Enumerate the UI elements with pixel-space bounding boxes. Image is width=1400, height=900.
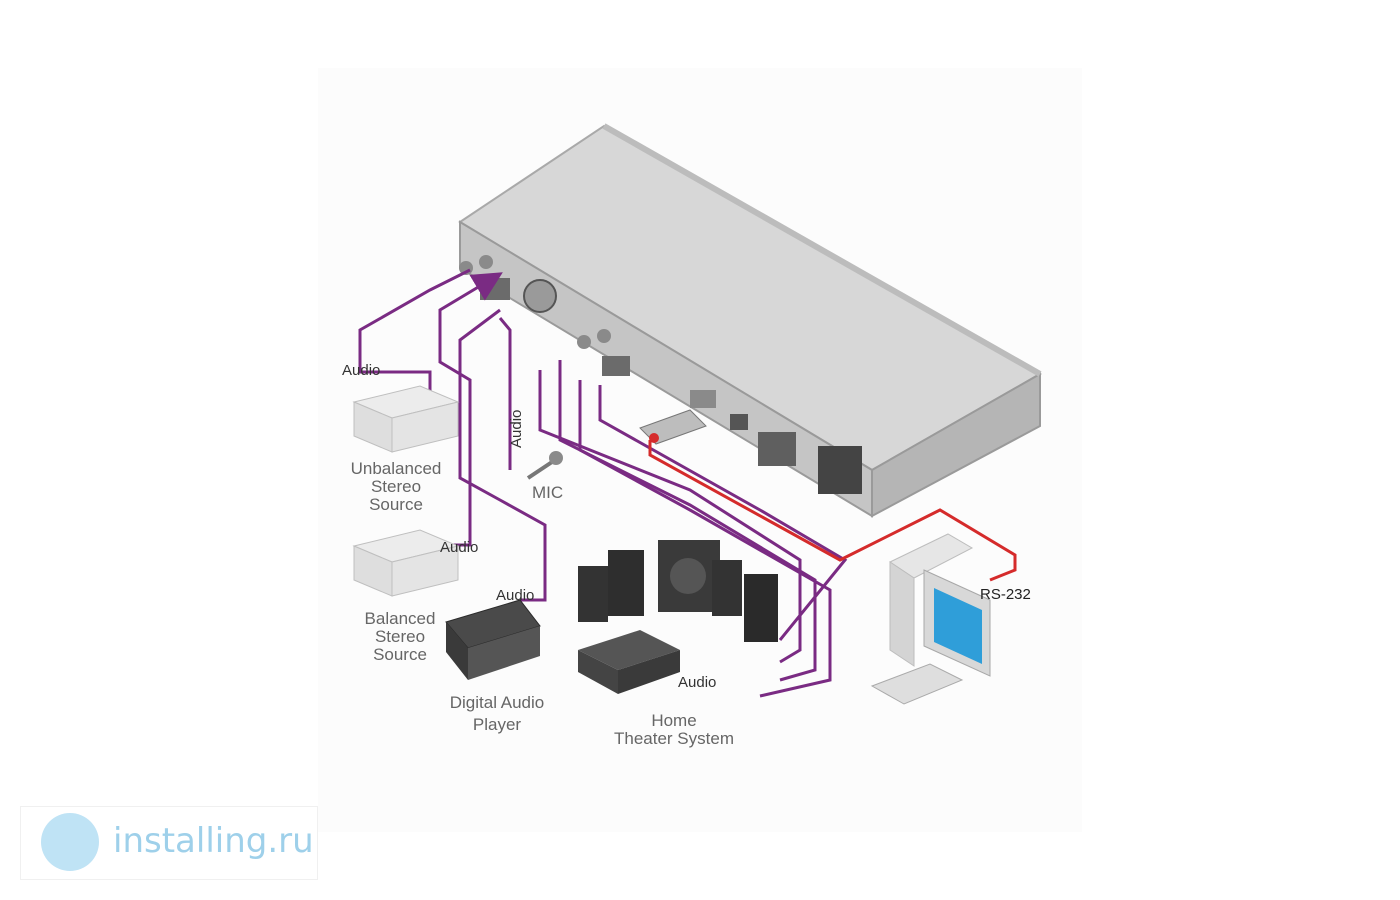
label-digital-player: Digital Audio Player xyxy=(449,693,545,734)
cable-home-2 xyxy=(558,360,817,682)
label-audio-player: Audio xyxy=(496,587,535,604)
label-audio-home: Audio xyxy=(678,674,717,691)
cable-digital-player xyxy=(458,308,547,602)
cable-home-3 xyxy=(578,380,832,698)
balanced-stereo-source-device xyxy=(352,529,460,597)
digital-audio-player-device xyxy=(445,599,541,680)
label-audio-unbalanced: Audio xyxy=(342,362,381,379)
watermark: installing.ru xyxy=(20,806,318,880)
label-audio-balanced: Audio xyxy=(440,539,479,556)
watermark-logo-icon xyxy=(41,813,99,871)
label-unbalanced-source: Unbalanced Stereo Source xyxy=(350,459,442,514)
label-rs232: RS-232 xyxy=(980,586,1031,603)
microphone-device xyxy=(526,451,563,480)
cable-unbalanced-source xyxy=(358,268,471,417)
audio-cables xyxy=(358,268,848,698)
unbalanced-stereo-source-device xyxy=(352,385,460,453)
cable-mic xyxy=(498,317,512,470)
label-home-theater: Home Theater System xyxy=(614,711,734,748)
label-balanced-source: Balanced Stereo Source xyxy=(364,609,436,664)
cable-balanced-source xyxy=(420,272,503,547)
label-mic: MIC xyxy=(532,483,564,502)
cable-home-1 xyxy=(538,370,802,664)
rs232-cable xyxy=(648,440,1017,582)
computer-device xyxy=(870,533,991,705)
cable-home-4 xyxy=(598,385,848,641)
watermark-text: installing.ru xyxy=(113,821,314,861)
label-audio-mic: Audio xyxy=(508,409,525,448)
serial-adapter xyxy=(639,409,707,445)
home-theater-device xyxy=(578,540,778,694)
